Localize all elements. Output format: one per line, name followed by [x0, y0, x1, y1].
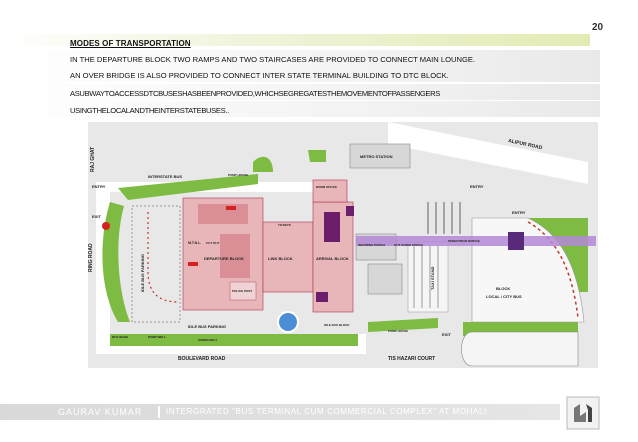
map-label: TAXI STAND	[430, 266, 435, 290]
map-label: CUT OUT	[206, 241, 219, 245]
author-name: GAURAV KUMAR	[58, 407, 143, 417]
footer-separator	[158, 406, 160, 418]
text-band	[0, 50, 600, 66]
map-label: RING ROAD	[88, 243, 94, 272]
map-label: PUMP WELL	[148, 335, 166, 339]
map-label: PEDESTRIAN BRIDGE	[448, 239, 480, 243]
marker	[188, 262, 198, 266]
departure-inner	[198, 204, 248, 224]
green-belt-top	[118, 174, 258, 200]
dorm-office-shape	[312, 179, 348, 203]
map-label: TIS HAZARI COURT	[388, 356, 435, 362]
pedestrian-bridge-shape	[356, 236, 596, 246]
map-label: BLOCK	[496, 286, 510, 291]
local-bus-route	[527, 221, 579, 319]
page-number: 20	[592, 22, 604, 33]
arrival-core	[346, 206, 354, 216]
exit-loop	[461, 331, 579, 367]
fountain	[277, 311, 299, 333]
map-label: LINK BLOCK	[268, 256, 293, 261]
map-label: IDLE BUS PARKING	[140, 254, 145, 292]
green-belt-left	[102, 202, 130, 322]
map-label: IDLE BUS BLOCK	[324, 323, 350, 327]
map-label: EXIT	[92, 214, 101, 219]
bus-route	[147, 212, 179, 303]
footer-bar	[0, 404, 560, 420]
marker	[226, 206, 236, 210]
green-patch	[308, 150, 326, 162]
map-label: METRO STATION	[360, 154, 393, 159]
alipur-road-strip	[388, 122, 588, 184]
departure-inner	[220, 234, 250, 278]
map-label: PUMP HOUSE	[388, 329, 408, 333]
map-label: BOULEVARD ROAD	[178, 356, 226, 362]
map-label: LOCAL / CITY BUS	[486, 294, 522, 299]
green-belt-bottom	[110, 334, 358, 346]
map-label: IDLE BUS PARKING	[188, 324, 226, 329]
porch-shape	[367, 263, 403, 295]
map-label: ENTRY	[470, 184, 484, 189]
map-label: INTERSTATE BUS	[148, 174, 182, 179]
marker	[102, 222, 110, 230]
arrival-core	[316, 292, 328, 302]
parking-bays	[427, 202, 461, 234]
map-label: ARRIVAL BLOCK	[316, 256, 349, 261]
green-patch	[253, 156, 273, 172]
taxi-stand	[407, 241, 449, 313]
site-plan-map: RAJ GHAT RING ROAD ENTRY EXIT INTERSTATE…	[88, 122, 598, 368]
map-label: OUT GOING PORCH	[394, 243, 423, 247]
section-heading: MODES OF TRANSPORTATION	[70, 39, 191, 48]
idle-bus-parking-area	[131, 205, 181, 323]
bridge-landing	[508, 232, 524, 250]
map-label: POLICE POST	[232, 289, 252, 293]
map-label: GREEN BELT	[198, 338, 217, 342]
text-band	[0, 101, 600, 117]
paragraph-line: USINGTHELOCALANDTHEINTERSTATEBUSES..	[70, 106, 229, 115]
green-patch	[368, 318, 438, 332]
map-label: DORM OFFICE	[316, 185, 337, 189]
map-label: PUMP HOUSE	[228, 173, 248, 177]
map-label: INCOMING PORCH	[358, 243, 385, 247]
police-post-shape	[229, 281, 257, 301]
metro-station-block	[349, 143, 411, 169]
project-title: INTERGRATED "BUS TERMINAL CUM COMMERCIAL…	[166, 407, 487, 416]
text-band	[0, 84, 600, 100]
paragraph-line: IN THE DEPARTURE BLOCK TWO RAMPS AND TWO…	[70, 55, 476, 64]
map-label: DEPARTURE BLOCK	[204, 256, 244, 261]
arrival-core	[324, 212, 340, 242]
paragraph-line: ASUBWAYTOACCESSDTCBUSESHASBEENPROVIDED,W…	[70, 89, 440, 98]
paragraph-line: AN OVER BRIDGE IS ALSO PROVIDED TO CONNE…	[70, 71, 449, 80]
logo-icon	[566, 396, 600, 430]
top-accent-bar	[0, 34, 590, 46]
map-label: M.T.N.L.	[188, 241, 201, 245]
map-label: ENTRY	[512, 210, 526, 215]
map-label: ENTRY	[92, 184, 106, 189]
map-label: BUS WASH	[112, 335, 128, 339]
map-label: EXIT	[442, 332, 451, 337]
text-band	[0, 66, 600, 82]
map-label: TICKETS	[278, 223, 291, 227]
map-label: RAJ GHAT	[90, 147, 96, 172]
